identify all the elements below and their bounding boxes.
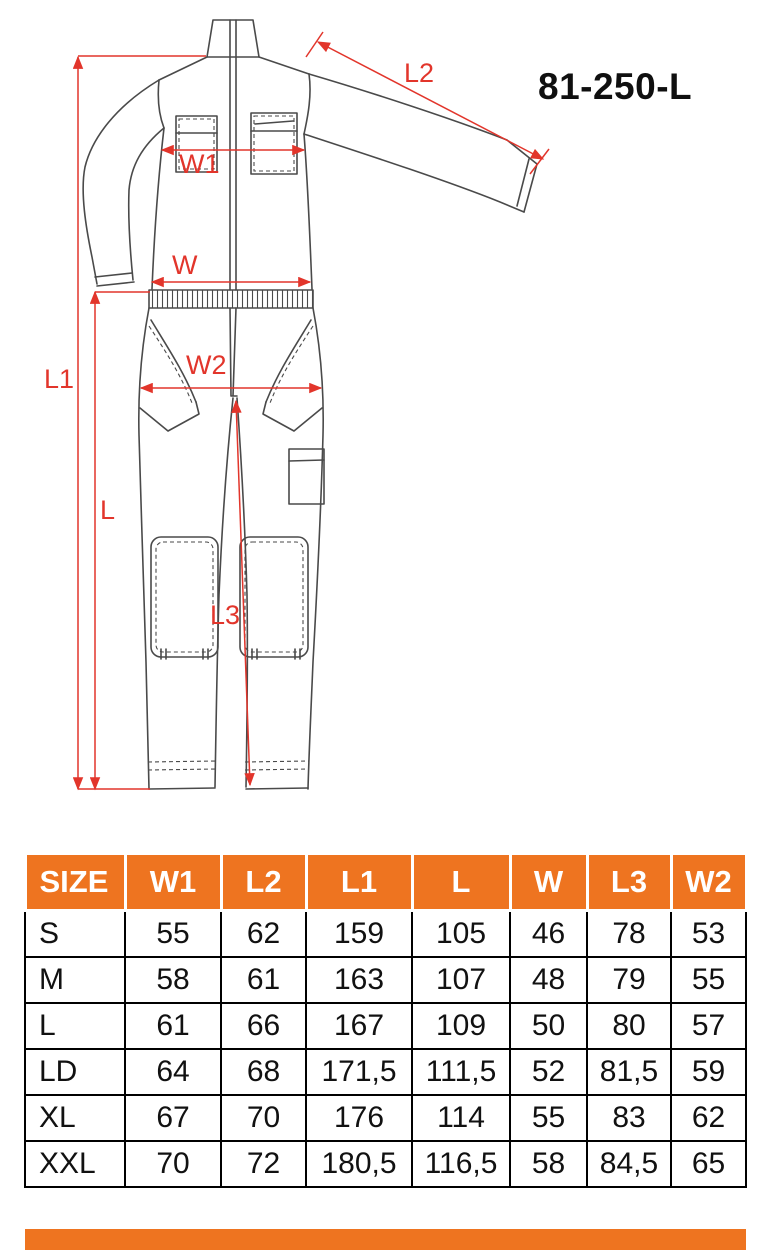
table-row-s: S 55 62 159 105 46 78 53 <box>24 909 747 958</box>
value-cell: 159 <box>305 909 413 958</box>
value-cell: 167 <box>305 1002 413 1050</box>
header-cell-l1: L1 <box>304 852 414 912</box>
value-cell: 55 <box>670 956 747 1004</box>
size-table-header-row: SIZE W1 L2 L1 L W L3 W2 <box>23 852 748 912</box>
value-cell: 180,5 <box>305 1140 413 1188</box>
dimension-label-l3: L3 <box>210 600 240 630</box>
value-cell: 105 <box>411 909 511 958</box>
dimension-lines <box>72 31 550 791</box>
table-row-l: L 61 66 167 109 50 80 57 <box>24 1002 747 1050</box>
coverall-technical-drawing: W1 L2 W L1 W2 L L3 <box>44 19 550 791</box>
value-cell: 59 <box>670 1048 747 1096</box>
dimension-label-w1: W1 <box>179 149 220 179</box>
dimension-label-l: L <box>100 495 115 525</box>
value-cell: 109 <box>411 1002 511 1050</box>
value-cell: 114 <box>411 1094 511 1142</box>
dimension-label-w: W <box>172 250 198 280</box>
value-cell: 68 <box>220 1048 307 1096</box>
size-cell: XXL <box>24 1140 126 1188</box>
size-cell: XL <box>24 1094 126 1142</box>
table-row-ld: LD 64 68 171,5 111,5 52 81,5 59 <box>24 1048 747 1096</box>
value-cell: 62 <box>670 1094 747 1142</box>
value-cell: 111,5 <box>411 1048 511 1096</box>
size-cell: L <box>24 1002 126 1050</box>
value-cell: 55 <box>124 909 222 958</box>
value-cell: 78 <box>586 909 672 958</box>
value-cell: 70 <box>124 1140 222 1188</box>
dimension-line-l2 <box>316 41 545 160</box>
size-cell: S <box>24 909 126 958</box>
garment-outline <box>82 19 538 790</box>
value-cell: 70 <box>220 1094 307 1142</box>
table-row-xl: XL 67 70 176 114 55 83 62 <box>24 1094 747 1142</box>
header-cell-w2: W2 <box>669 852 748 912</box>
dimension-line-l3 <box>231 399 255 787</box>
value-cell: 61 <box>124 1002 222 1050</box>
table-row-m: M 58 61 163 107 48 79 55 <box>24 956 747 1004</box>
value-cell: 84,5 <box>586 1140 672 1188</box>
dimension-label-w2: W2 <box>186 350 227 380</box>
value-cell: 81,5 <box>586 1048 672 1096</box>
table-row-xxl: XXL 70 72 180,5 116,5 58 84,5 65 <box>24 1140 747 1188</box>
value-cell: 116,5 <box>411 1140 511 1188</box>
value-cell: 55 <box>509 1094 588 1142</box>
header-cell-l: L <box>410 852 512 912</box>
product-code: 81-250-L <box>538 66 693 107</box>
value-cell: 80 <box>586 1002 672 1050</box>
header-cell-w1: W1 <box>123 852 223 912</box>
value-cell: 176 <box>305 1094 413 1142</box>
value-cell: 163 <box>305 956 413 1004</box>
value-cell: 107 <box>411 956 511 1004</box>
value-cell: 79 <box>586 956 672 1004</box>
value-cell: 53 <box>670 909 747 958</box>
value-cell: 171,5 <box>305 1048 413 1096</box>
size-cell: M <box>24 956 126 1004</box>
value-cell: 58 <box>509 1140 588 1188</box>
value-cell: 67 <box>124 1094 222 1142</box>
header-cell-w: W <box>508 852 589 912</box>
value-cell: 64 <box>124 1048 222 1096</box>
dimension-label-l2: L2 <box>404 58 434 88</box>
value-cell: 83 <box>586 1094 672 1142</box>
header-cell-size: SIZE <box>23 852 127 912</box>
size-cell: LD <box>24 1048 126 1096</box>
value-cell: 57 <box>670 1002 747 1050</box>
value-cell: 50 <box>509 1002 588 1050</box>
value-cell: 72 <box>220 1140 307 1188</box>
value-cell: 66 <box>220 1002 307 1050</box>
stitch-lines <box>147 115 314 771</box>
value-cell: 65 <box>670 1140 747 1188</box>
dimension-label-l1: L1 <box>44 364 74 394</box>
drawing-area: 81-250-L <box>44 19 693 791</box>
value-cell: 61 <box>220 956 307 1004</box>
footer-accent-bar <box>25 1229 746 1250</box>
header-cell-l3: L3 <box>585 852 673 912</box>
header-cell-l2: L2 <box>219 852 308 912</box>
size-table: SIZE W1 L2 L1 L W L3 W2 S 55 62 159 105 … <box>23 852 748 1188</box>
value-cell: 52 <box>509 1048 588 1096</box>
value-cell: 62 <box>220 909 307 958</box>
value-cell: 48 <box>509 956 588 1004</box>
value-cell: 58 <box>124 956 222 1004</box>
value-cell: 46 <box>509 909 588 958</box>
